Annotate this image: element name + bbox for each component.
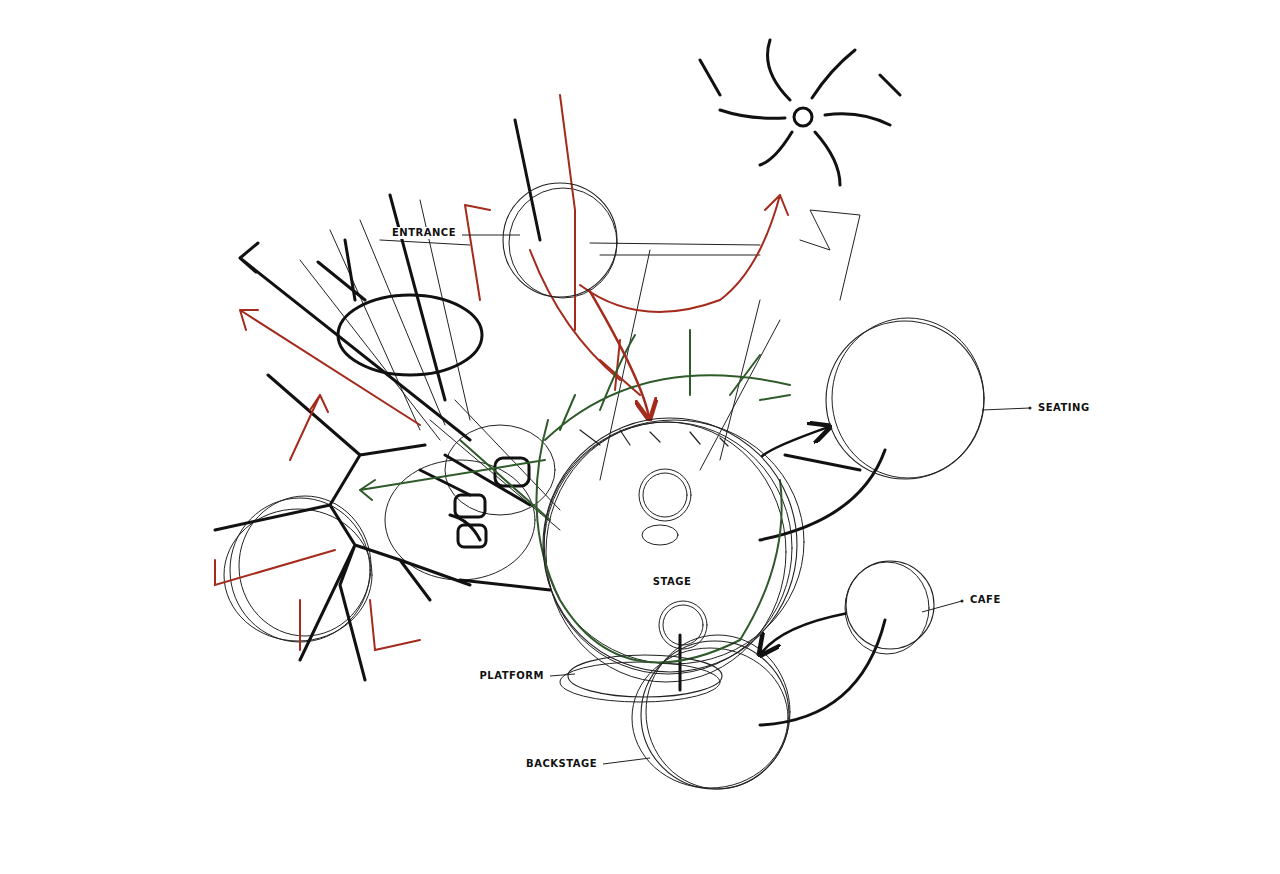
space-label: CAFE bbox=[968, 594, 1003, 606]
bubble-outline bbox=[542, 417, 798, 673]
space-label: PLATFORM bbox=[478, 670, 546, 682]
bubble-ring bbox=[543, 418, 797, 672]
bubble-outline bbox=[502, 182, 618, 298]
bubble-space: ENTRANCE bbox=[502, 182, 618, 298]
flow-arrow bbox=[762, 427, 829, 457]
space-label: BACKSTAGE bbox=[524, 758, 599, 770]
bubble-space: SEATING bbox=[825, 320, 985, 480]
bubble-outline bbox=[845, 560, 935, 650]
bubble-ring bbox=[503, 183, 617, 297]
bubble-ring bbox=[826, 321, 984, 479]
space-label: ENTRANCE bbox=[390, 227, 458, 239]
bubble-ring bbox=[846, 561, 934, 649]
bubble-space: CAFE bbox=[845, 560, 935, 650]
space-label: STAGE bbox=[651, 576, 694, 588]
bubble-space: STAGE bbox=[542, 417, 798, 673]
space-label: SEATING bbox=[1036, 402, 1092, 414]
flow-arrow bbox=[589, 290, 649, 419]
bubble-outline bbox=[640, 640, 790, 790]
bubble-space: BACKSTAGE bbox=[640, 640, 790, 790]
bubble-ring bbox=[641, 641, 789, 789]
bubble-outline bbox=[825, 320, 985, 480]
